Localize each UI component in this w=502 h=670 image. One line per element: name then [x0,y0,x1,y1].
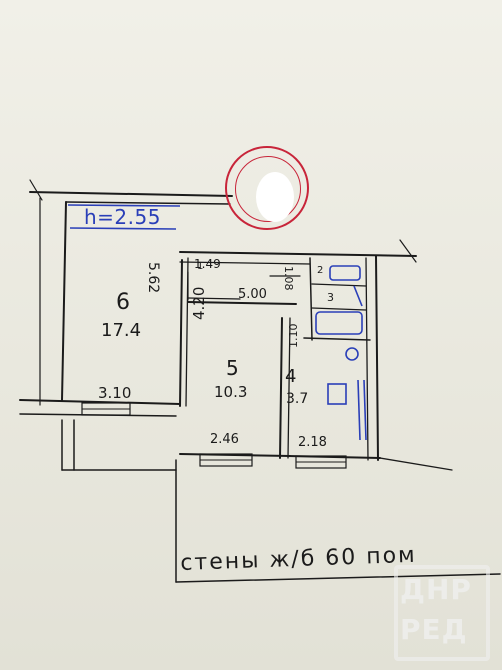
stove-fixture [327,383,347,405]
wall-hall-top [179,251,417,257]
dimension-room6-depth: 5.62 [145,262,161,294]
room3-number: 3 [327,291,334,304]
dimension-hall-length: 1.49 [194,257,221,271]
watermark-line1: ДНР [400,573,472,606]
wall-bottom-room5 [179,453,291,457]
dimension-corridor-top: 5.00 [238,287,267,302]
sink-fixture [329,265,361,281]
wall-right-room5 [279,317,283,459]
wall-top-room6-inner [65,201,231,205]
redaction-blot [256,172,294,222]
watermark-line2: РЕД [400,613,468,646]
room4-number: 4 [285,366,297,387]
ceiling-height-label: h=2.55 [84,205,161,229]
dimension-bath-depth: 1.08 [282,266,295,291]
room4-area: 3.7 [286,391,309,407]
room5-area: 10.3 [214,383,248,401]
watermark-logo: ДНР РЕД [394,565,490,661]
wall-top-room5 [187,301,297,305]
stamp-inner-ring [235,156,301,222]
dimension-baseline [175,573,501,583]
dimension-room4-width: 2.18 [298,435,327,450]
wall-left-room6 [61,201,67,401]
bathtub-fixture [315,311,363,335]
watermark-frame [394,565,490,661]
stamp-circle [225,146,309,230]
room1-number: 1 [197,261,204,272]
room6-area: 17.4 [101,320,142,341]
room6-number: 6 [116,290,130,315]
toilet-fixture [345,347,359,361]
wall-top-room6 [29,191,233,197]
dimension-room5-width: 2.46 [210,432,239,447]
dimension-room6-width: 3.10 [98,384,132,402]
room2-number: 2 [317,265,324,276]
dimension-room5-depth: 4.20 [190,286,208,320]
wall-bottom-room6 [19,399,181,405]
room5-number: 5 [226,356,239,380]
dimension-side-depth: 1.10 [287,323,300,349]
wall-right-outer [375,255,379,461]
wall-right-room6 [179,259,183,407]
